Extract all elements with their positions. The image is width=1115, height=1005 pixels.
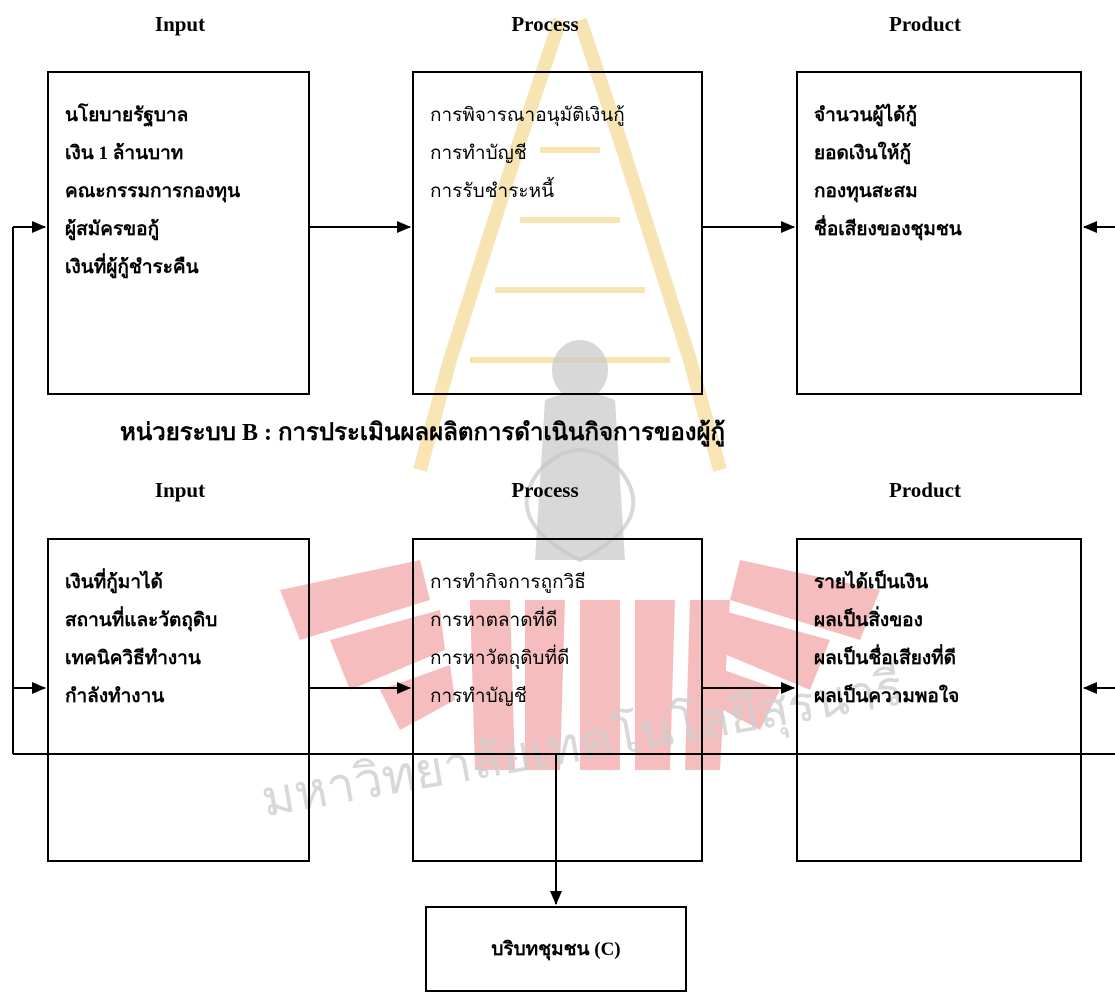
- list-item: นโยบายรัฐบาล: [65, 105, 189, 126]
- list-item: การหาตลาดที่ดี: [430, 610, 558, 631]
- list-product-b: รายได้เป็นเงิน ผลเป็นสิ่งของ ผลเป็นชื่อเ…: [814, 564, 959, 716]
- header-input-a: Input: [154, 12, 206, 36]
- box-product-a: จำนวนผู้ได้กู้ ยอดเงินให้กู้ กองทุนสะสม …: [796, 71, 1082, 395]
- box-input-a: นโยบายรัฐบาล เงิน 1 ล้านบาท คณะกรรมการกอ…: [47, 71, 310, 395]
- box-product-b: รายได้เป็นเงิน ผลเป็นสิ่งของ ผลเป็นชื่อเ…: [796, 538, 1082, 862]
- list-item: ผู้สมัครขอกู้: [65, 219, 160, 240]
- list-process-b: การทำกิจการถูกวิธี การหาตลาดที่ดี การหาว…: [430, 564, 586, 716]
- list-item: การรับชำระหนี้: [430, 181, 555, 202]
- list-item: เทคนิควิธีทำงาน: [65, 648, 201, 669]
- box-process-a: การพิจารณาอนุมัติเงินกู้ การทำบัญชี การร…: [412, 71, 703, 395]
- header-process-a: Process: [511, 12, 579, 36]
- list-process-a: การพิจารณาอนุมัติเงินกู้ การทำบัญชี การร…: [430, 97, 625, 211]
- list-item: เงิน 1 ล้านบาท: [65, 143, 184, 164]
- list-item: ผลเป็นสิ่งของ: [814, 610, 923, 631]
- list-item: ยอดเงินให้กู้: [814, 143, 911, 164]
- list-item: คณะกรรมการกองทุน: [65, 181, 241, 202]
- list-product-a: จำนวนผู้ได้กู้ ยอดเงินให้กู้ กองทุนสะสม …: [814, 97, 962, 249]
- list-item: กำลังทำงาน: [65, 686, 165, 707]
- list-item: การพิจารณาอนุมัติเงินกู้: [430, 105, 625, 126]
- community-context-box: บริบทชุมชน (C): [425, 906, 687, 992]
- list-item: สถานที่และวัตถุดิบ: [65, 610, 218, 631]
- system-b-title: หน่วยระบบ B : การประเมินผลผลิตการดำเนินก…: [120, 420, 726, 446]
- header-input-b: Input: [154, 478, 206, 502]
- list-input-a: นโยบายรัฐบาล เงิน 1 ล้านบาท คณะกรรมการกอ…: [65, 97, 240, 287]
- list-item: เงินที่ผู้กู้ชำระคืน: [65, 257, 199, 278]
- list-item: ผลเป็นความพอใจ: [814, 686, 960, 707]
- list-item: การทำบัญชี: [430, 686, 527, 707]
- list-item: กองทุนสะสม: [814, 181, 918, 202]
- header-process-b: Process: [511, 478, 579, 502]
- header-product-b: Product: [889, 478, 961, 502]
- box-input-b: เงินที่กู้มาได้ สถานที่และวัตถุดิบ เทคนิ…: [47, 538, 310, 862]
- list-item: รายได้เป็นเงิน: [814, 572, 929, 593]
- list-input-b: เงินที่กู้มาได้ สถานที่และวัตถุดิบ เทคนิ…: [65, 564, 217, 716]
- list-item: จำนวนผู้ได้กู้: [814, 105, 917, 126]
- list-item: การทำกิจการถูกวิธี: [430, 572, 586, 593]
- list-item: การทำบัญชี: [430, 143, 527, 164]
- box-process-b: การทำกิจการถูกวิธี การหาตลาดที่ดี การหาว…: [412, 538, 703, 862]
- list-item: ชื่อเสียงของชุมชน: [814, 219, 962, 240]
- header-product-a: Product: [889, 12, 961, 36]
- list-item: การหาวัตถุดิบที่ดี: [430, 648, 570, 669]
- list-item: เงินที่กู้มาได้: [65, 572, 163, 593]
- list-item: ผลเป็นชื่อเสียงที่ดี: [814, 648, 956, 669]
